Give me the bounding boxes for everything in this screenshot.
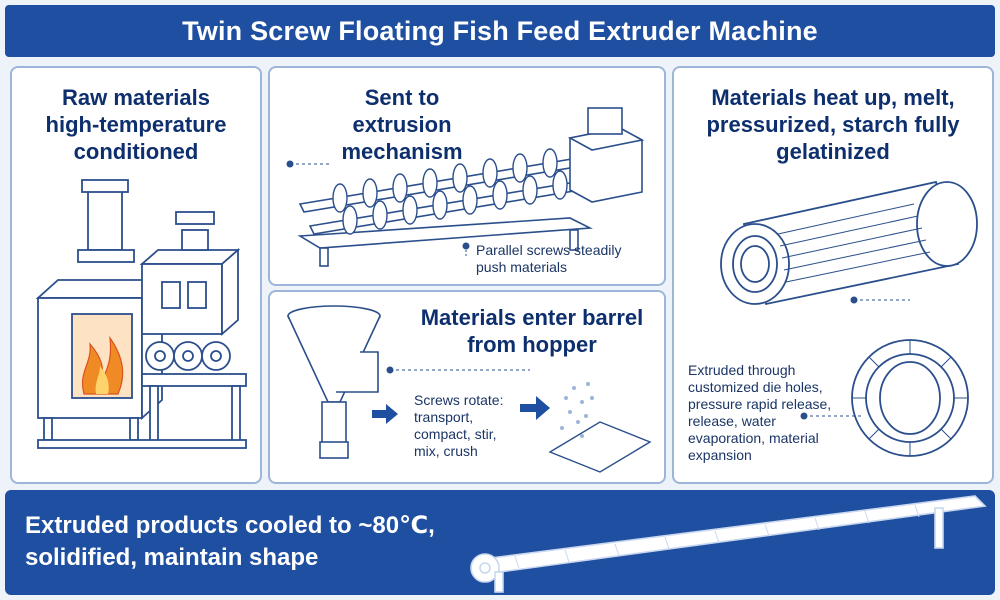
callout-dot-icon — [286, 160, 470, 258]
heating-note: Extruded through customized die holes, p… — [688, 362, 832, 463]
barrel-illustration — [720, 180, 978, 457]
hopper-illustration — [287, 305, 652, 473]
arrow-right-icon — [372, 404, 398, 424]
extrusion-note: Parallel screws steadily push materials — [476, 242, 622, 275]
panel-heating: Materials heat up, melt, pressurized, st… — [672, 66, 994, 484]
arrow-right-icon — [520, 396, 550, 420]
conditioner-illustration — [35, 179, 247, 449]
twin-screw-illustration — [286, 107, 645, 267]
panel-extrusion-title: Sent to extrusion mechanism — [341, 85, 463, 164]
panel-conditioning-title: Raw materials high-temperature condition… — [45, 85, 227, 164]
conveyor-illustration — [470, 495, 987, 593]
panel-extrusion: Sent to extrusion mechanism — [268, 66, 666, 286]
cooling-caption: Extruded products cooled to ~80℃, solidi… — [25, 512, 435, 571]
flame-icon — [82, 335, 124, 395]
panel-heating-title: Materials heat up, melt, pressurized, st… — [706, 85, 960, 164]
page-title: Twin Screw Floating Fish Feed Extruder M… — [182, 15, 818, 46]
panel-conditioning: Raw materials high-temperature condition… — [10, 66, 262, 484]
hopper-note: Screws rotate: transport, compact, stir,… — [414, 392, 504, 459]
title-banner: Twin Screw Floating Fish Feed Extruder M… — [5, 5, 995, 57]
bottom-banner: Extruded products cooled to ~80℃, solidi… — [5, 490, 995, 595]
panel-hopper: Materials enter barrel from hopper — [268, 290, 666, 484]
panel-hopper-title: Materials enter barrel from hopper — [420, 305, 644, 357]
